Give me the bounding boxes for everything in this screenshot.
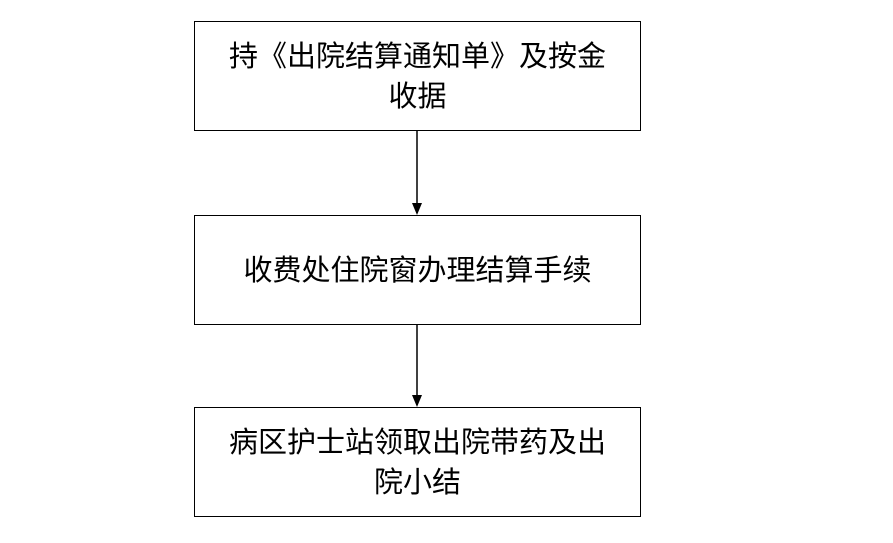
step-1-line-2: 收据 <box>388 79 447 113</box>
step-1-line-1: 持《出院结算通知单》及按金 <box>228 39 606 73</box>
step-3-box: 病区护士站领取出院带药及出 院小结 <box>194 407 641 517</box>
step-1-text: 持《出院结算通知单》及按金 收据 <box>229 36 606 116</box>
step-1-box: 持《出院结算通知单》及按金 收据 <box>194 21 641 131</box>
step-2-text: 收费处住院窗办理结算手续 <box>243 250 591 290</box>
arrowhead-step2 <box>412 203 422 215</box>
step-3-text: 病区护士站领取出院带药及出 院小结 <box>229 422 606 502</box>
step-2-box: 收费处住院窗办理结算手续 <box>194 215 641 325</box>
step-3-line-2: 院小结 <box>373 465 461 499</box>
step-2-line-1: 收费处住院窗办理结算手续 <box>243 253 592 287</box>
arrowhead-step3 <box>412 395 422 407</box>
step-3-line-1: 病区护士站领取出院带药及出 <box>228 425 606 459</box>
